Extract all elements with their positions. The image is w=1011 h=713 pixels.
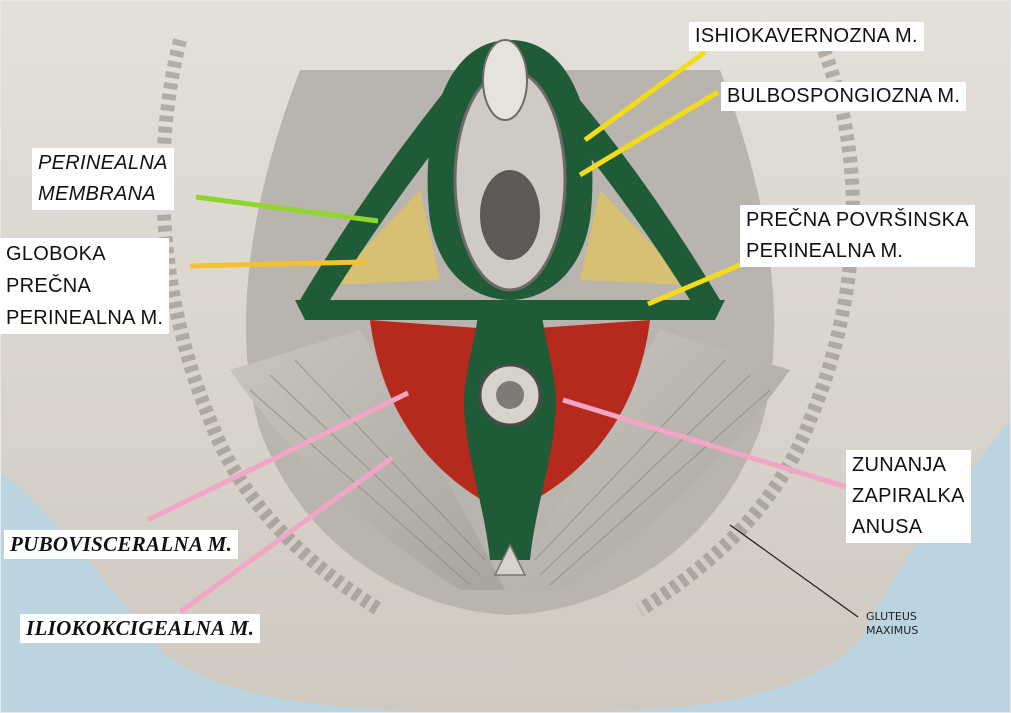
label-pubovisceralna: PUBOVISCERALNA M. bbox=[4, 530, 238, 559]
label-gluteus-line2: MAXIMUS bbox=[866, 624, 918, 638]
label-perinealna-membrana-line2: MEMBRANA bbox=[38, 179, 168, 210]
label-gluteus-maximus: GLUTEUS MAXIMUS bbox=[866, 610, 918, 638]
label-zunanja-zapiralka: ZUNANJA ZAPIRALKA ANUSA bbox=[846, 450, 971, 543]
label-precna-povrsinska-line1: PREČNA POVRŠINSKA bbox=[746, 205, 969, 236]
label-ishiokavernozna: ISHIOKAVERNOZNA M. bbox=[689, 22, 924, 51]
label-precna-povrsinska-line2: PERINEALNA M. bbox=[746, 236, 969, 267]
anal-canal bbox=[496, 381, 524, 409]
label-zunanja-line1: ZUNANJA bbox=[852, 450, 965, 481]
label-globoka-line1: GLOBOKA bbox=[6, 238, 163, 270]
label-perinealna-membrana-line1: PERINEALNA bbox=[38, 148, 168, 179]
vaginal-orifice bbox=[480, 170, 540, 260]
label-globoka-precna: GLOBOKA PREČNA PERINEALNA M. bbox=[0, 238, 169, 334]
label-iliokokcigealna: ILIOKOKCIGEALNA M. bbox=[20, 614, 260, 643]
label-globoka-line3: PERINEALNA M. bbox=[6, 302, 163, 334]
label-zunanja-line2: ZAPIRALKA bbox=[852, 481, 965, 512]
label-precna-povrsinska: PREČNA POVRŠINSKA PERINEALNA M. bbox=[740, 205, 975, 267]
clitoral-hood bbox=[483, 40, 527, 120]
label-bulbospongiozna: BULBOSPONGIOZNA M. bbox=[721, 82, 966, 111]
label-zunanja-line3: ANUSA bbox=[852, 512, 965, 543]
label-gluteus-line1: GLUTEUS bbox=[866, 610, 918, 624]
label-perinealna-membrana: PERINEALNA MEMBRANA bbox=[32, 148, 174, 210]
label-globoka-line2: PREČNA bbox=[6, 270, 163, 302]
